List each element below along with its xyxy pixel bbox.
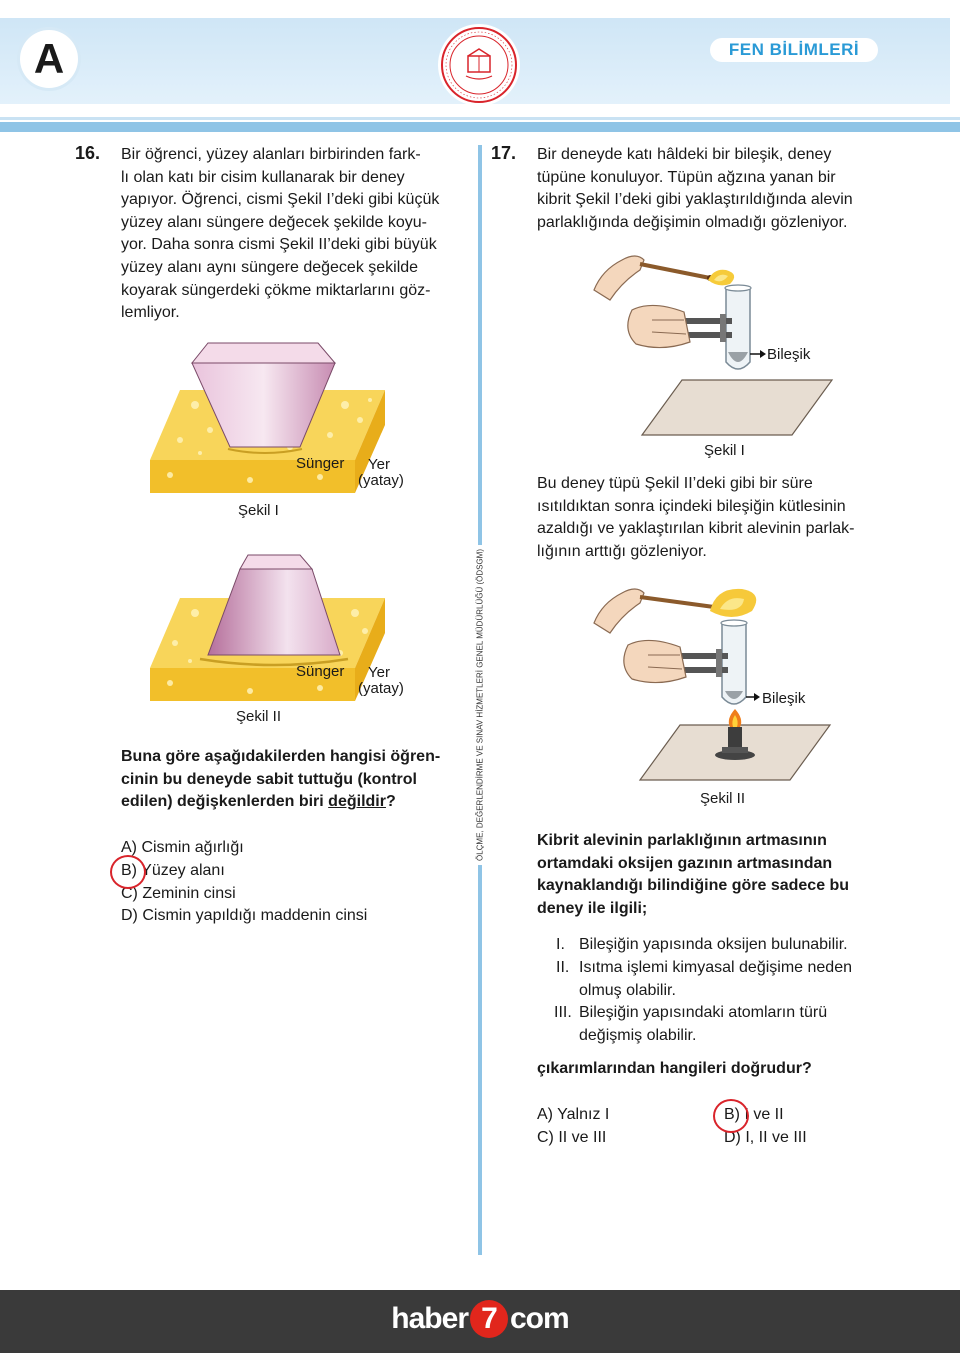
- q17-option-d[interactable]: D) I, II ve III: [724, 1129, 807, 1146]
- q16-option-c[interactable]: C) Zeminin cinsi: [121, 885, 236, 902]
- header-rule-light: [0, 117, 960, 120]
- q16-line: yüzey alanı süngere değecek şekilde koyu…: [121, 213, 427, 231]
- header-rule: [0, 122, 960, 132]
- q17-fig2-caption: Şekil II: [700, 790, 746, 807]
- q16-fig2-ground-sub: (yatay): [358, 680, 404, 697]
- q17-middle-line: azaldığı ve yaklaştırılan kibrit alevini…: [537, 520, 855, 538]
- q16-question-line: Buna göre aşağıdakilerden hangisi öğren-: [121, 748, 441, 765]
- q16-fig2-sponge-label: Sünger: [296, 663, 345, 680]
- logo-seven-badge: 7: [470, 1300, 508, 1338]
- q16-number: 16.: [75, 143, 101, 163]
- q17-option-c[interactable]: C) II ve III: [537, 1129, 607, 1146]
- ministry-seal-icon: [438, 24, 520, 106]
- q17-intro: Bir deneyde katı hâldeki bir bileşik, de…: [537, 144, 853, 234]
- q16-fig1-sponge-label: Sünger: [296, 455, 345, 472]
- q17-fig1-caption: Şekil I: [704, 442, 745, 459]
- page-header: A FEN BİLİMLERİ: [0, 0, 960, 132]
- logo-text-left: haber: [391, 1302, 469, 1335]
- q17-figure-2: [593, 588, 832, 781]
- q17-question: çıkarımlarından hangileri doğrudur?: [537, 1060, 812, 1077]
- q17-stem-line: ortamdaki oksijen gazının artmasından: [537, 854, 833, 872]
- q17-stem-line: Kibrit alevinin parlaklığının artmasının: [537, 832, 827, 849]
- q17-middle-line: ısıtıldıktan sonra içindeki bileşiğin kü…: [537, 497, 846, 515]
- q16-line: yüzey alanı aynı süngere değecek şekilde: [121, 258, 419, 276]
- q17-item-num: I.: [556, 936, 565, 953]
- q16-line: yor. Daha sonra cismi Şekil II’deki gibi…: [121, 236, 437, 254]
- q17-intro-line: parlaklığında değişimin olmadığı gözleni…: [537, 213, 848, 231]
- q17-item-num: III.: [554, 1004, 572, 1021]
- q17-number: 17.: [491, 143, 517, 163]
- q16-negation: değildir: [328, 793, 386, 811]
- q16-line: lı olan katı bir cisim kullanarak bir de…: [121, 168, 405, 186]
- q17-item-text: Bileşiğin yapısındaki atomların türü: [579, 1004, 828, 1021]
- q17-answer-mark: [713, 1099, 749, 1133]
- q17-item-text: Bileşiğin yapısında oksijen bulunabilir.: [579, 936, 848, 953]
- q16-question: Buna göre aşağıdakilerden hangisi öğren-…: [121, 746, 440, 814]
- q16-line: lemliyor.: [121, 304, 180, 322]
- subject-badge: FEN BİLİMLERİ: [710, 38, 878, 62]
- q16-question-part: edilen) değişkenlerden biri: [121, 793, 329, 811]
- q16-line: Bir öğrenci, yüzey alanları birbirinden …: [121, 146, 421, 163]
- q16-answer-mark: [110, 855, 146, 889]
- q17-item-cont: olmuş olabilir.: [579, 982, 676, 999]
- q16-line: yapıyor. Öğrenci, cismi Şekil I’deki gib…: [121, 191, 440, 209]
- q16-option-a[interactable]: A) Cismin ağırlığı: [121, 839, 244, 856]
- q16-figure-2: [150, 554, 385, 701]
- q16-question-mark: ?: [385, 793, 396, 811]
- q17-intro-line: tüpüne konuluyor. Tüpün ağzına yanan bir: [537, 168, 836, 186]
- q16-figure-1: [150, 342, 385, 493]
- q17-item-cont: değişmiş olabilir.: [579, 1027, 697, 1044]
- q16-text: Bir öğrenci, yüzey alanları birbirinden …: [121, 144, 439, 325]
- booklet-letter: A: [20, 30, 78, 88]
- q17-middle: Bu deney tüpü Şekil II’deki gibi bir sür…: [537, 473, 854, 563]
- q17-stem-line: kaynaklandığı bilindiğine göre sadece bu: [537, 877, 850, 895]
- q16-fig2-ground-label: Yer: [368, 664, 390, 681]
- q17-intro-line: kibrit Şekil I’deki gibi yaklaştırıldığı…: [537, 191, 853, 209]
- q16-fig1-ground-label: Yer: [368, 456, 390, 473]
- logo-text-right: com: [510, 1302, 570, 1335]
- q17-fig1-compound-label: Bileşik: [767, 346, 811, 363]
- q16-option-d[interactable]: D) Cismin yapıldığı maddenin cinsi: [121, 907, 368, 924]
- sidebar-vertical-text: ÖLÇME, DEĞERLENDİRME VE SINAV HİZMETLERİ…: [475, 544, 485, 866]
- q17-middle-line: Bu deney tüpü Şekil II’deki gibi bir sür…: [537, 475, 813, 492]
- q17-stem: Kibrit alevinin parlaklığının artmasının…: [537, 830, 849, 920]
- q17-figure-1: [593, 255, 834, 436]
- q16-question-line: cinin bu deneyde sabit tuttuğu (kontrol: [121, 770, 417, 788]
- q17-item-num: II.: [556, 959, 570, 976]
- q17-item-text: Isıtma işlemi kimyasal değişime neden: [579, 959, 852, 976]
- q16-fig2-caption: Şekil II: [236, 708, 282, 725]
- q17-option-a[interactable]: A) Yalnız I: [537, 1106, 610, 1123]
- q16-fig1-caption: Şekil I: [238, 502, 279, 519]
- q16-option-b[interactable]: B) Yüzey alanı: [121, 862, 225, 879]
- q16-question-line: edilen) değişkenlerden biri değildir?: [121, 791, 440, 814]
- q17-stem-line: deney ile ilgili;: [537, 899, 648, 917]
- q17-intro-line: Bir deneyde katı hâldeki bir bileşik, de…: [537, 146, 832, 163]
- q16-line: koyarak süngerdeki çökme miktarlarını gö…: [121, 281, 431, 299]
- q16-fig1-ground-sub: (yatay): [358, 472, 404, 489]
- q17-fig2-compound-label: Bileşik: [762, 690, 806, 707]
- q17-middle-line: lığının arttığı gözleniyor.: [537, 542, 707, 560]
